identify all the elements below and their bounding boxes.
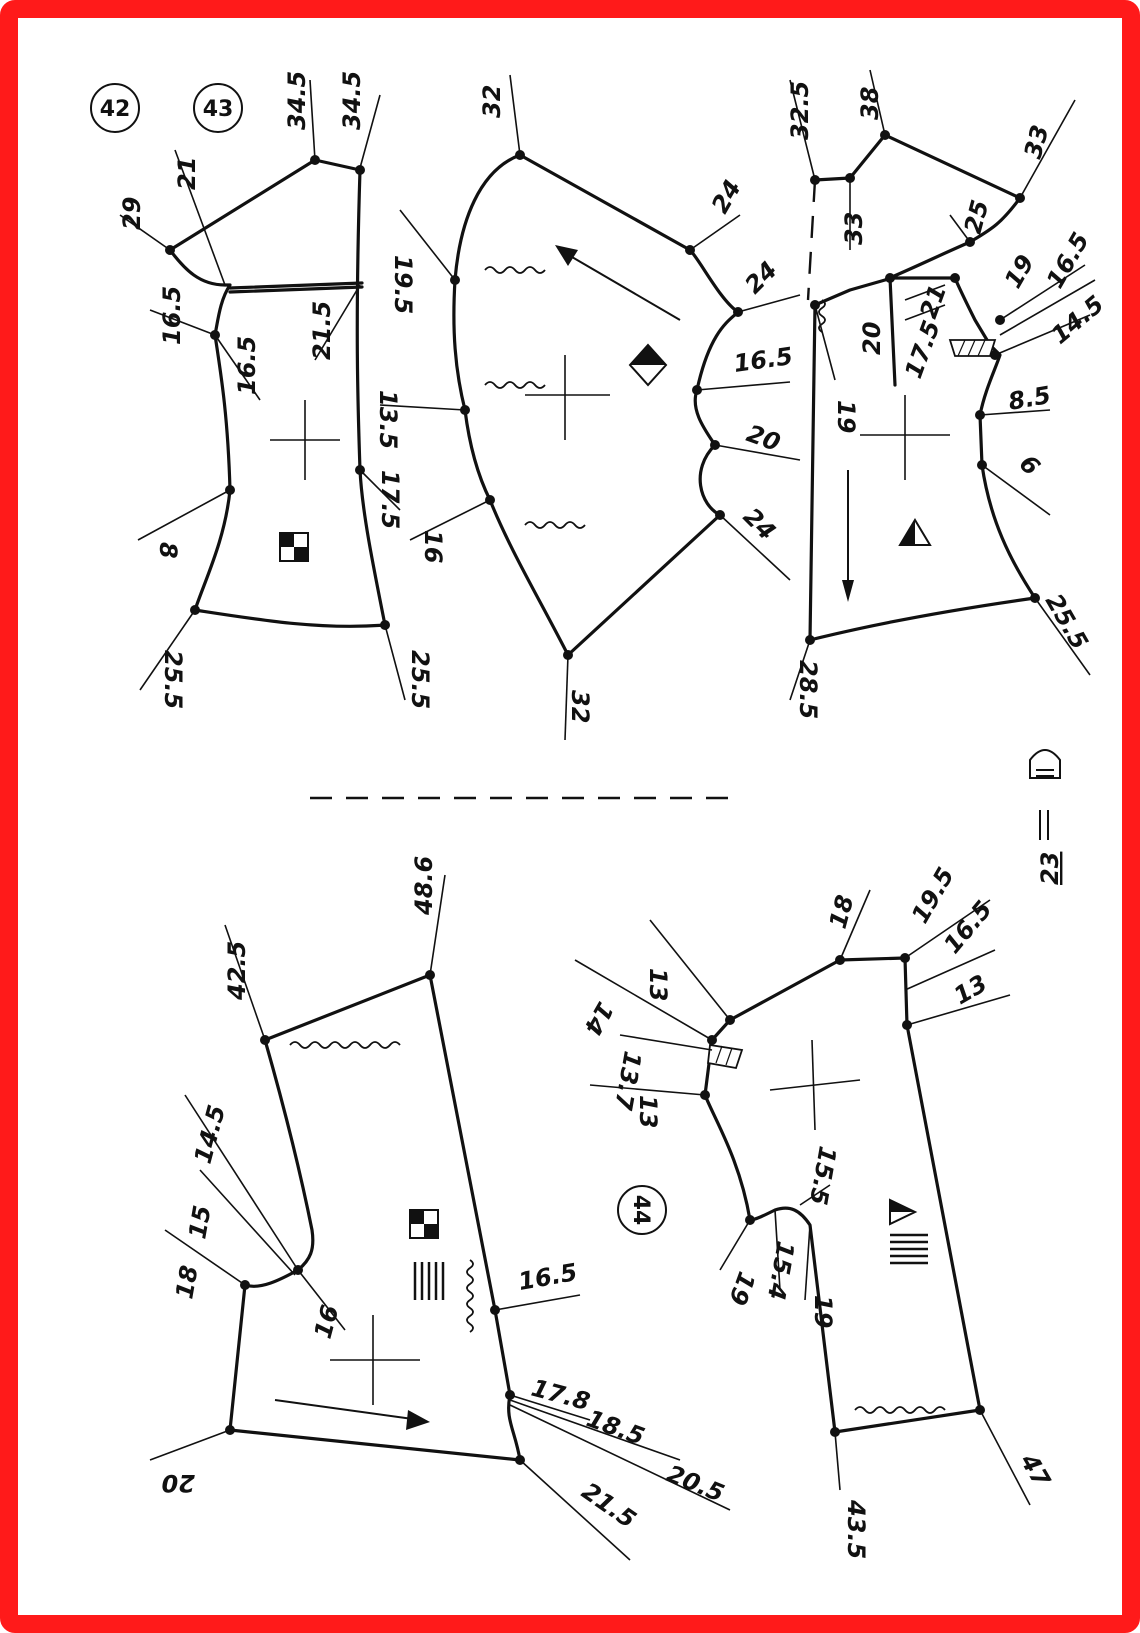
measure-label: 17.5 (376, 470, 404, 529)
pattern-42-43: 42 43 29 21 34.5 34.5 16.5 16.5 21.5 19.… (90, 71, 434, 709)
measure-label: 48.6 (410, 856, 438, 916)
measure-label: 19 (832, 400, 860, 433)
measure-label: 25.5 (1040, 589, 1094, 654)
measure-label: 34.5 (338, 71, 366, 130)
measure-label: 15.4 (762, 1239, 800, 1302)
measure-label: 16 (419, 530, 447, 563)
measure-label: 13 (644, 968, 672, 1001)
pattern-number-circle-44 (617, 1185, 667, 1235)
scale-value: 23 (1036, 852, 1064, 885)
measure-label: 20 (858, 322, 886, 355)
measure-label: 32.5 (786, 81, 814, 140)
measure-label: 28.5 (794, 660, 822, 719)
pattern-number-circle-43 (193, 83, 243, 133)
checker-symbol-icon (279, 532, 309, 562)
stripe-symbol-icon (413, 1262, 445, 1300)
measure-label: 17.5 (899, 317, 946, 382)
measure-label: 15.5 (804, 1144, 842, 1207)
measure-label: 15 (183, 1203, 216, 1241)
hatched-dart (948, 339, 997, 357)
measure-label: 16.5 (1041, 228, 1095, 293)
pattern-number-circle-42 (90, 83, 140, 133)
pattern-44: 44 13 14 13.7 13 18 19.5 16.5 13 15.5 15… (574, 863, 1056, 1559)
measure-label: 25.5 (406, 650, 434, 709)
measure-label: 19 (723, 1268, 761, 1309)
measure-label: 20.5 (663, 1460, 728, 1508)
scale-note: 23 (1029, 749, 1064, 885)
measure-label: 19 (999, 250, 1040, 293)
measure-label: 16.5 (233, 336, 261, 395)
measure-label: 21.5 (308, 301, 336, 360)
measure-label: 14 (578, 997, 619, 1040)
measure-label: 33 (1019, 122, 1055, 162)
measure-label: 16.5 (158, 286, 186, 345)
measure-label: 8 (154, 542, 182, 559)
checker-symbol-icon (409, 1209, 439, 1239)
stripe-symbol-icon (890, 1233, 928, 1265)
measure-label: 32 (566, 690, 594, 723)
measure-label: 24 (738, 502, 781, 545)
measure-label: 24 (739, 256, 782, 299)
measure-label: 24 (706, 175, 747, 218)
measure-label: 38 (856, 87, 884, 120)
measure-label: 19.5 (389, 255, 417, 314)
measure-label: 21.5 (577, 1477, 642, 1534)
measure-label: 34.5 (283, 71, 311, 130)
measure-label: 16.5 (938, 895, 998, 958)
measure-label: 19.5 (906, 863, 960, 928)
measure-label: 13 (634, 1095, 662, 1128)
pattern-number-42: 42 (100, 97, 131, 122)
triangle-symbol-icon (898, 518, 932, 546)
grainline-arrow-icon (555, 245, 681, 321)
measure-label: 43.5 (842, 1499, 870, 1559)
measure-label: 13.5 (374, 390, 402, 449)
measure-label: 6 (1014, 449, 1046, 481)
measure-label: 21 (914, 281, 952, 322)
grainline-arrow-icon (842, 470, 854, 602)
measure-label: 18 (170, 1263, 203, 1301)
measure-label: 14.5 (1046, 290, 1109, 350)
triangle-symbol-icon (889, 1198, 918, 1226)
pattern-front-right: 32.5 38 33 33 25 19 16.5 14.5 20 17.5 21… (786, 69, 1109, 719)
pattern-number-44: 44 (628, 1195, 653, 1226)
measure-label: 20 (162, 1469, 195, 1497)
measure-label: 21 (173, 157, 201, 190)
measure-label: 29 (118, 197, 146, 230)
measure-label: 13 (949, 969, 992, 1010)
measure-label: 16.5 (516, 1258, 579, 1296)
measure-label: 19 (809, 1295, 837, 1328)
measuring-tape-icon (1029, 749, 1061, 779)
measure-label: 32 (478, 85, 506, 118)
grainline-arrow-icon (274, 1399, 430, 1430)
diamond-symbol-icon (628, 343, 668, 387)
measure-label: 25.5 (159, 650, 187, 709)
measure-label: 42.5 (223, 941, 251, 1001)
measure-label: 33 (840, 212, 868, 245)
measure-label: 16 (309, 1302, 345, 1342)
measure-label: 16.5 (732, 342, 795, 378)
pattern-number-43: 43 (203, 97, 234, 122)
pattern-sleeve-middle: 32 24 24 16.5 20 24 16 32 (379, 74, 801, 741)
hatched-dart (707, 1043, 744, 1070)
